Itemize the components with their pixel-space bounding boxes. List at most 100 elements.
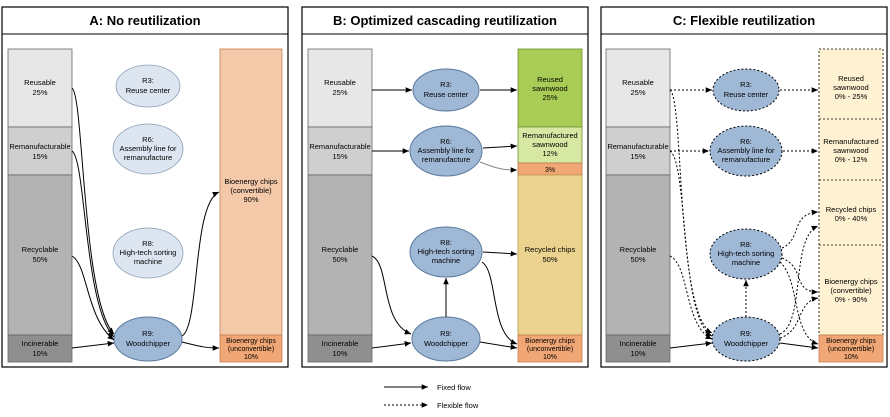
output-reused-sawnwood-value: 0% - 25% xyxy=(835,92,868,101)
source-remanufacturable xyxy=(7,126,73,176)
source-remanufacturable-label: Remanufacturable xyxy=(309,142,370,151)
process-r8-code: R8: xyxy=(142,239,154,248)
source-reusable-value: 25% xyxy=(332,88,347,97)
source-reusable xyxy=(605,48,671,128)
output-bioenergy-unconvertible-line2: (unconvertible) xyxy=(228,346,274,353)
process-r6-name-1: Assembly line for xyxy=(417,146,475,155)
source-recyclable-label: Recyclable xyxy=(620,245,657,254)
output-bioenergy-unconvertible xyxy=(818,334,884,363)
process-r6-name-2: remanufacture xyxy=(124,153,172,162)
output-reused-sawnwood-line2: sawnwood xyxy=(532,84,567,93)
process-r3-code: R3: xyxy=(142,76,154,85)
output-remanufacture-bioenergy-value: 3% xyxy=(545,167,555,174)
flow-r9-to-bioenergy-convertible xyxy=(779,296,819,339)
output-bioenergy-unconvertible-value: 10% xyxy=(244,354,258,361)
process-r3 xyxy=(712,68,780,112)
flow-incinerable-to-r9 xyxy=(371,341,412,349)
source-reusable-value: 25% xyxy=(630,88,645,97)
process-r9-name: Woodchipper xyxy=(126,339,171,348)
source-recyclable-label: Recyclable xyxy=(322,245,359,254)
flow-remanufacturable-to-r9 xyxy=(71,150,115,338)
process-r3 xyxy=(115,64,181,108)
process-r3 xyxy=(412,68,480,112)
flow-incinerable-to-r9 xyxy=(71,340,115,349)
flow-recyclable-to-r9 xyxy=(371,255,412,335)
source-remanufacturable-label: Remanufacturable xyxy=(9,142,70,151)
process-r6 xyxy=(409,125,483,177)
output-remanufactured-sawnwood-line1: Remanufactured xyxy=(522,131,577,140)
panel-c-flexible-flows xyxy=(669,87,819,345)
flow-remanufacturable-to-r9 xyxy=(669,150,713,337)
process-r8-name-2: machine xyxy=(134,257,162,266)
output-bioenergy-unconvertible-line1: Bioenergy chips xyxy=(525,338,575,345)
source-reusable-label: Reusable xyxy=(24,78,56,87)
process-r3-code: R3: xyxy=(440,80,452,89)
process-r9 xyxy=(113,316,183,362)
output-reused-sawnwood-line1: Reused xyxy=(838,74,864,83)
source-recyclable-label: Recyclable xyxy=(22,245,59,254)
flow-incinerable-to-r9 xyxy=(669,340,713,349)
panel-b-title: B: Optimized cascading reutilization xyxy=(333,13,557,28)
process-r6-code: R6: xyxy=(142,135,154,144)
output-remanufactured-sawnwood xyxy=(517,126,583,164)
source-incinerable xyxy=(605,334,671,363)
source-reusable-value: 25% xyxy=(32,88,47,97)
panel-b-flows xyxy=(371,87,518,350)
source-recyclable xyxy=(307,174,373,336)
output-dividers xyxy=(819,118,883,246)
output-remanufactured-sawnwood-value: 0% - 12% xyxy=(835,155,868,164)
source-remanufacturable-label: Remanufacturable xyxy=(607,142,668,151)
output-bioenergy-convertible xyxy=(219,48,283,336)
process-r6 xyxy=(112,123,184,175)
output-bioenergy-convertible-value: 90% xyxy=(243,195,258,204)
process-r9-name: Woodchipper xyxy=(424,339,469,348)
panel-b: B: Optimized cascading reutilization Reu… xyxy=(301,6,589,368)
process-r6-name-1: Assembly line for xyxy=(717,146,775,155)
panel-c-fixed-flows xyxy=(669,340,819,350)
source-recyclable-value: 50% xyxy=(32,255,47,264)
output-remanufactured-sawnwood-value: 12% xyxy=(542,149,557,158)
panel-c-title: C: Flexible reutilization xyxy=(673,13,815,28)
source-incinerable xyxy=(307,334,373,363)
flow-recyclable-to-r9 xyxy=(669,255,713,340)
process-r3-name: Reuse center xyxy=(126,86,171,95)
source-recyclable-value: 50% xyxy=(630,255,645,264)
output-bioenergy-unconvertible-line2: (unconvertible) xyxy=(527,346,573,353)
panel-c: C: Flexible reutilization Reusable 25% R… xyxy=(600,6,888,368)
legend-fixed-flow-label: Fixed flow xyxy=(437,383,471,392)
flow-r8-to-recycled-chips xyxy=(781,209,819,249)
flow-r9-to-bioenergy-convertible xyxy=(181,191,220,337)
process-r8-name-2: machine xyxy=(732,258,760,267)
flow-r8-to-bioenergy-unconvertible xyxy=(779,261,819,345)
flow-r6-to-bioenergy-3pct xyxy=(479,161,518,173)
process-r6-name-2: remanufacture xyxy=(422,155,470,164)
source-reusable xyxy=(7,48,73,128)
output-remanufactured-sawnwood-line1: Remanufactured xyxy=(823,137,878,146)
output-recycled-chips-line1: Recycled chips xyxy=(525,245,576,254)
output-bioenergy-unconvertible-line2: (unconvertible) xyxy=(828,346,874,353)
legend-flexible-flow-label: Flexible flow xyxy=(437,401,479,410)
legend: Fixed flow Flexible flow xyxy=(384,383,479,410)
process-r8 xyxy=(112,227,184,279)
source-incinerable-label: Incinerable xyxy=(22,339,59,348)
output-reused-sawnwood xyxy=(517,48,583,128)
panel-a-flows xyxy=(71,87,220,351)
source-reusable-label: Reusable xyxy=(622,78,654,87)
output-reused-sawnwood-line2: sawnwood xyxy=(833,83,868,92)
output-bioenergy-unconvertible-value: 10% xyxy=(543,354,557,361)
process-r8 xyxy=(709,228,783,280)
process-r8-name-1: High-tech sorting xyxy=(718,249,775,258)
output-remanufactured-sawnwood-line2: sawnwood xyxy=(532,140,567,149)
source-incinerable-label: Incinerable xyxy=(620,339,657,348)
output-bioenergy-unconvertible-line1: Bioenergy chips xyxy=(226,338,276,345)
process-r8-code: R8: xyxy=(740,240,752,249)
output-bioenergy-convertible-line1: Bioenergy chips xyxy=(824,277,878,286)
source-incinerable-value: 10% xyxy=(630,349,645,358)
source-incinerable-value: 10% xyxy=(332,349,347,358)
output-reused-sawnwood-value: 25% xyxy=(542,93,557,102)
source-remanufacturable xyxy=(605,126,671,176)
source-recyclable xyxy=(605,174,671,336)
flow-r8-to-recycled-chips xyxy=(482,250,518,257)
source-remanufacturable-value: 15% xyxy=(630,152,645,161)
source-remanufacturable-value: 15% xyxy=(32,152,47,161)
